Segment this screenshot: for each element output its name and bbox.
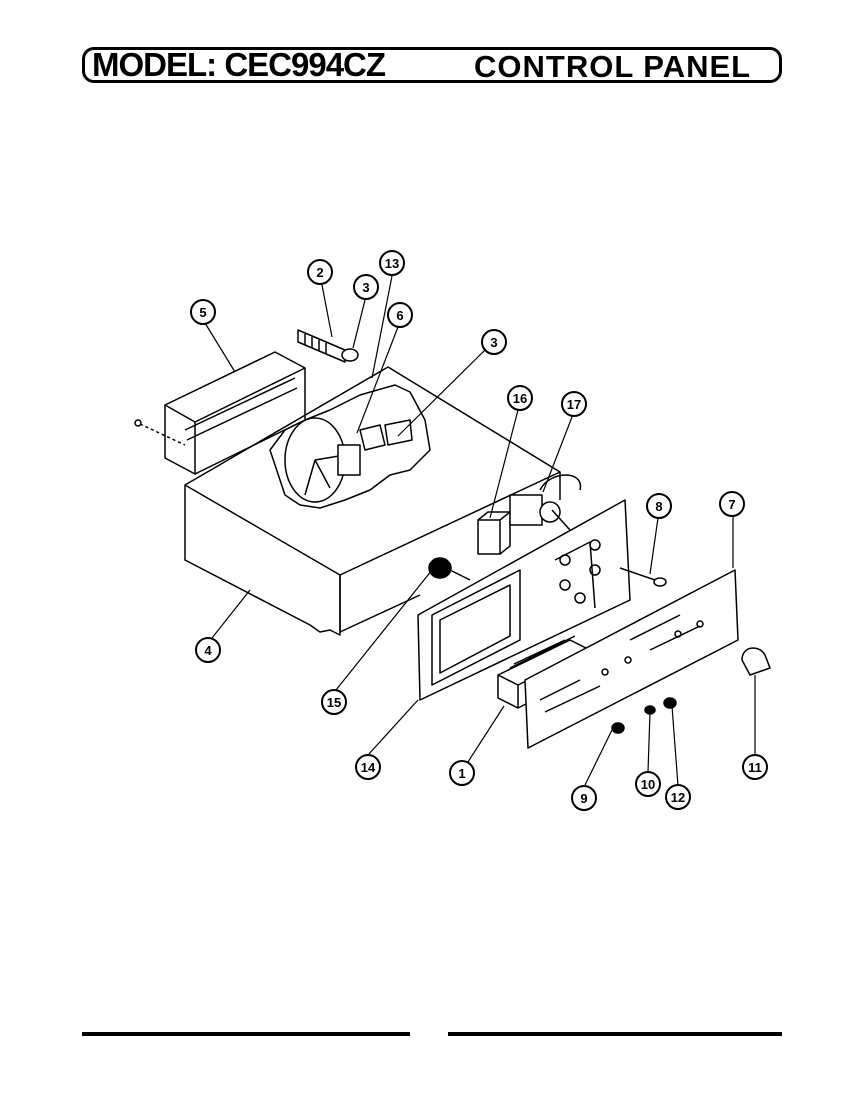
model-title: MODEL: CEC994CZ bbox=[92, 46, 386, 83]
knob-cap bbox=[741, 647, 771, 676]
igniter-assembly bbox=[297, 329, 359, 363]
svg-text:11: 11 bbox=[748, 760, 762, 775]
svg-text:9: 9 bbox=[580, 791, 587, 806]
callout-4: 4 bbox=[195, 637, 221, 663]
callout-1: 1 bbox=[449, 760, 475, 786]
thermostat-switch bbox=[509, 474, 582, 531]
glass-panel bbox=[524, 569, 739, 749]
callout-6: 6 bbox=[387, 302, 413, 328]
svg-text:16: 16 bbox=[513, 391, 527, 406]
svg-text:17: 17 bbox=[567, 397, 581, 412]
svg-text:8: 8 bbox=[655, 499, 662, 514]
title-frame bbox=[82, 47, 782, 83]
selector-knob bbox=[428, 557, 471, 581]
footer-rule-left bbox=[82, 1032, 410, 1036]
leader-lines bbox=[204, 275, 756, 787]
callout-14: 14 bbox=[355, 754, 381, 780]
callout-17: 17 bbox=[561, 391, 587, 417]
section-title: CONTROL PANEL bbox=[474, 49, 752, 84]
svg-text:14: 14 bbox=[361, 760, 376, 775]
callout-3b: 3 bbox=[481, 329, 507, 355]
svg-text:7: 7 bbox=[728, 497, 735, 512]
svg-text:3: 3 bbox=[362, 280, 369, 295]
callout-5: 5 bbox=[190, 299, 216, 325]
relay bbox=[477, 511, 511, 555]
callout-10: 10 bbox=[635, 771, 661, 797]
callout-12: 12 bbox=[665, 784, 691, 810]
svg-text:10: 10 bbox=[641, 777, 655, 792]
rod bbox=[619, 567, 667, 587]
front-bracket bbox=[134, 351, 306, 475]
callout-7: 7 bbox=[719, 491, 745, 517]
fasteners bbox=[611, 697, 677, 734]
footer-rule-right bbox=[448, 1032, 782, 1036]
svg-text:2: 2 bbox=[316, 265, 323, 280]
callout-15: 15 bbox=[321, 689, 347, 715]
callout-16: 16 bbox=[507, 385, 533, 411]
callout-11: 11 bbox=[742, 754, 768, 780]
svg-text:13: 13 bbox=[385, 256, 399, 271]
svg-text:4: 4 bbox=[204, 643, 212, 658]
svg-text:1: 1 bbox=[458, 766, 465, 781]
svg-text:5: 5 bbox=[199, 305, 206, 320]
callout-3a: 3 bbox=[353, 274, 379, 300]
callout-13: 13 bbox=[379, 250, 405, 276]
svg-text:3: 3 bbox=[490, 335, 497, 350]
callouts: 1 2 3 3 4 5 6 7 8 9 10 11 12 13 14 15 16… bbox=[190, 250, 768, 811]
control-panel-frame bbox=[417, 499, 631, 701]
callout-8: 8 bbox=[646, 493, 672, 519]
svg-text:12: 12 bbox=[671, 790, 685, 805]
callout-9: 9 bbox=[571, 785, 597, 811]
svg-text:15: 15 bbox=[327, 695, 341, 710]
svg-text:6: 6 bbox=[396, 308, 403, 323]
cutaway-fan-view bbox=[269, 384, 431, 509]
callout-2: 2 bbox=[307, 259, 333, 285]
